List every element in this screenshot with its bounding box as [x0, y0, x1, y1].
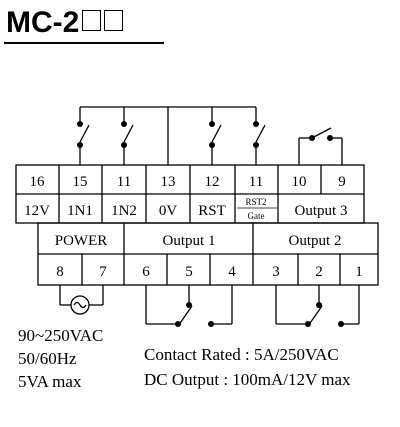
- terminal-block-grid: [15, 164, 379, 286]
- terminal-16: 16: [30, 174, 46, 190]
- contact-dot: [253, 121, 259, 127]
- switch-blade-11a: [123, 124, 134, 143]
- terminal-12: 12: [205, 174, 220, 190]
- label-12v: 12V: [24, 203, 50, 219]
- contact-dot: [77, 121, 83, 127]
- terminal-8: 8: [56, 264, 64, 280]
- contact-rating: Contact Rated : 5A/250VAC: [144, 345, 339, 364]
- contact-dot: [121, 142, 127, 148]
- label-output-3: Output 3: [295, 203, 348, 219]
- power-spec-frequency: 50/60Hz: [18, 349, 77, 368]
- switch-contacts: [77, 121, 333, 148]
- power-spec-voltage: 90~250VAC: [18, 326, 103, 345]
- label-1n2: 1N2: [111, 203, 137, 219]
- input-wiring: [79, 106, 343, 165]
- terminal-6: 6: [142, 264, 150, 280]
- terminal-5: 5: [185, 264, 193, 280]
- title-underline: [4, 42, 164, 44]
- terminal-7: 7: [99, 264, 107, 280]
- model-suffix-box-2: [104, 10, 124, 31]
- contact-dot: [208, 321, 214, 327]
- switch-blade-15: [79, 124, 90, 143]
- contact-dot: [305, 321, 311, 327]
- switch-blade-12: [211, 124, 222, 143]
- contact-dot: [253, 142, 259, 148]
- terminal-1: 1: [355, 264, 363, 280]
- contact-dot: [209, 142, 215, 148]
- contact-dot: [338, 321, 344, 327]
- model-suffix-box-1: [82, 10, 102, 31]
- terminal-10: 10: [292, 174, 307, 190]
- label-rst: RST: [198, 203, 226, 219]
- contact-dot: [121, 121, 127, 127]
- contact-dot: [327, 135, 333, 141]
- label-output-1: Output 1: [163, 233, 216, 249]
- model-title: MC-2: [6, 6, 124, 40]
- dc-output-rating: DC Output : 100mA/12V max: [144, 370, 351, 389]
- contact-dot: [209, 121, 215, 127]
- model-name: MC-2: [6, 6, 80, 39]
- output-contacts: [175, 302, 344, 327]
- label-power: POWER: [55, 233, 108, 249]
- contact-dot: [77, 142, 83, 148]
- contact-dot: [309, 135, 315, 141]
- terminal-11-a: 11: [117, 174, 131, 190]
- contact-dot: [175, 321, 181, 327]
- terminal-4: 4: [228, 264, 236, 280]
- label-rst2: RST2: [245, 197, 266, 207]
- contact-dot: [316, 302, 322, 308]
- label-1n1: 1N1: [67, 203, 93, 219]
- terminal-11-b: 11: [249, 174, 263, 190]
- terminal-3: 3: [272, 264, 280, 280]
- terminal-9: 9: [338, 174, 346, 190]
- terminal-15: 15: [73, 174, 88, 190]
- terminal-2: 2: [315, 264, 323, 280]
- ac-source-symbol: [70, 295, 90, 315]
- label-gate: Gate: [248, 211, 265, 221]
- terminal-13: 13: [161, 174, 176, 190]
- ac-wave-icon: [73, 301, 87, 309]
- label-output-2: Output 2: [289, 233, 342, 249]
- label-0v: 0V: [159, 203, 178, 219]
- output-wiring: [59, 285, 360, 327]
- switch-blade-11b: [255, 124, 266, 143]
- power-spec-consumption: 5VA max: [18, 372, 82, 391]
- contact-dot: [186, 302, 192, 308]
